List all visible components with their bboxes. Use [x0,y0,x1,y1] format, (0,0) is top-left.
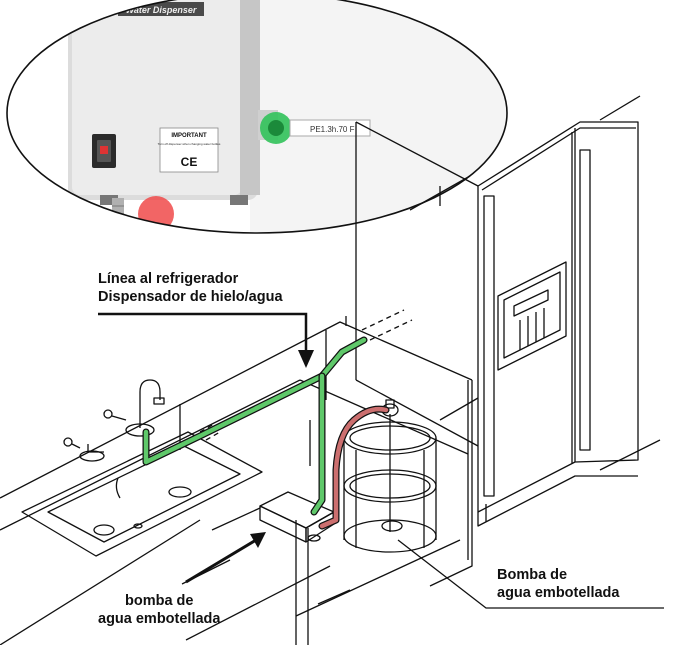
pump-arrow [185,532,266,584]
fridge-line-arrow [98,312,314,368]
countertop [0,316,473,645]
pump-closeup-inset: Water Dispenser IMPORTANT Turn off dispe… [6,0,508,234]
faucet [63,379,165,462]
tube-print: PE1.3h.70 F [310,125,355,134]
pointer-arrows [98,312,664,609]
outlet-fitting: PE1.3h.70 F [258,110,371,144]
sink [21,431,263,557]
power-switch [92,134,116,168]
ce-mark: CE [181,155,198,169]
important-text: Turn off dispenser when changing water b… [158,142,221,146]
important-title: IMPORTANT [171,133,207,139]
pump-callout: bomba de agua embotellada [98,592,220,628]
inlet-highlight-marker [138,196,174,232]
tubing [142,336,390,530]
bottle-pump-callout: Bomba de agua embotellada [497,566,619,602]
bottle-pump-leader [397,539,664,609]
fridge-ice-water-dispenser [497,261,567,371]
water-bottle-rack [343,399,437,553]
pump-unit-photo: Water Dispenser IMPORTANT Turn off dispe… [68,0,260,205]
break-lines [199,309,413,441]
device-brand-label: Water Dispenser [126,5,197,15]
line-art [0,95,661,645]
pump-callout-line1: bomba de [125,593,194,609]
important-sticker: IMPORTANT Turn off dispenser when changi… [158,127,221,173]
refrigerator [477,121,639,527]
bottle-pump-callout-line2: agua embotellada [497,585,620,601]
pump-callout-line2: agua embotellada [98,611,221,627]
fridge-line-callout-line1: Línea al refrigerador [98,271,239,287]
fridge-line-callout: Línea al refrigerador Dispensador de hie… [98,270,283,306]
inlet-hose [112,198,124,233]
kitchen-wall [355,95,661,471]
fridge-line-callout-line2: Dispensador de hielo/agua [98,289,283,305]
fridge-water-line [142,336,368,466]
bottle-pump-callout-line1: Bomba de [497,567,568,583]
